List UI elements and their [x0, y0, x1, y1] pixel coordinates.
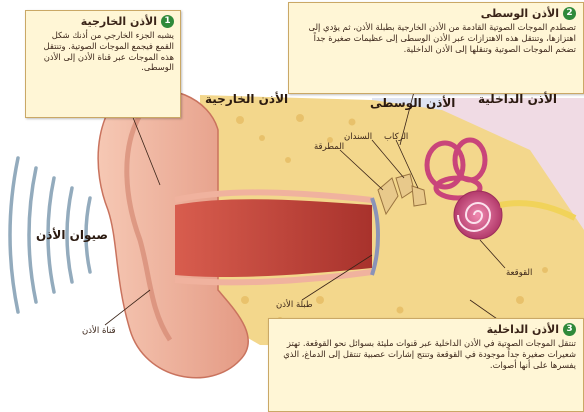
ear-canal	[175, 199, 372, 277]
inner-ear-title: الأذن الداخلية	[487, 323, 559, 336]
inner-ear-box: 3 الأذن الداخلية تنتقل الموجات الصوتية ف…	[268, 318, 584, 412]
number-badge-1: 1	[161, 15, 174, 28]
stirrup-label: الركاب	[384, 132, 408, 142]
cochlea-label: القوقعة	[506, 268, 532, 278]
middle-ear-box: 2 الأذن الوسطى تصطدم الموجات الصوتية الق…	[288, 2, 584, 94]
cochlea-shape	[454, 191, 502, 239]
outer-ear-text: يشبه الجزء الخارجي من أذنك شكل القمع فيج…	[32, 30, 174, 73]
eardrum-label: طبلة الأذن	[276, 300, 313, 310]
ear-canal-label: قناة الأذن	[82, 326, 116, 336]
number-badge-2: 2	[563, 7, 576, 20]
hammer-label: المطرقة	[314, 142, 344, 152]
outer-ear-box: 1 الأذن الخارجية يشبه الجزء الخارجي من أ…	[25, 10, 181, 118]
inner-ear-label: الأذن الداخلية	[478, 92, 557, 106]
inner-ear-text: تنتقل الموجات الصوتية في الأذن الداخلية …	[276, 338, 576, 370]
outer-ear-label: الأذن الخارجية	[205, 92, 288, 106]
sound-waves-label: صيوان الأذن	[36, 228, 108, 242]
middle-ear-label: الأذن الوسطى	[370, 96, 455, 110]
middle-ear-text: تصطدم الموجات الصوتية القادمة من الأذن ا…	[296, 22, 576, 54]
number-badge-3: 3	[563, 323, 576, 336]
anvil-label: السندان	[344, 132, 372, 142]
outer-ear-title: الأذن الخارجية	[81, 15, 157, 28]
middle-ear-title: الأذن الوسطى	[481, 7, 559, 20]
